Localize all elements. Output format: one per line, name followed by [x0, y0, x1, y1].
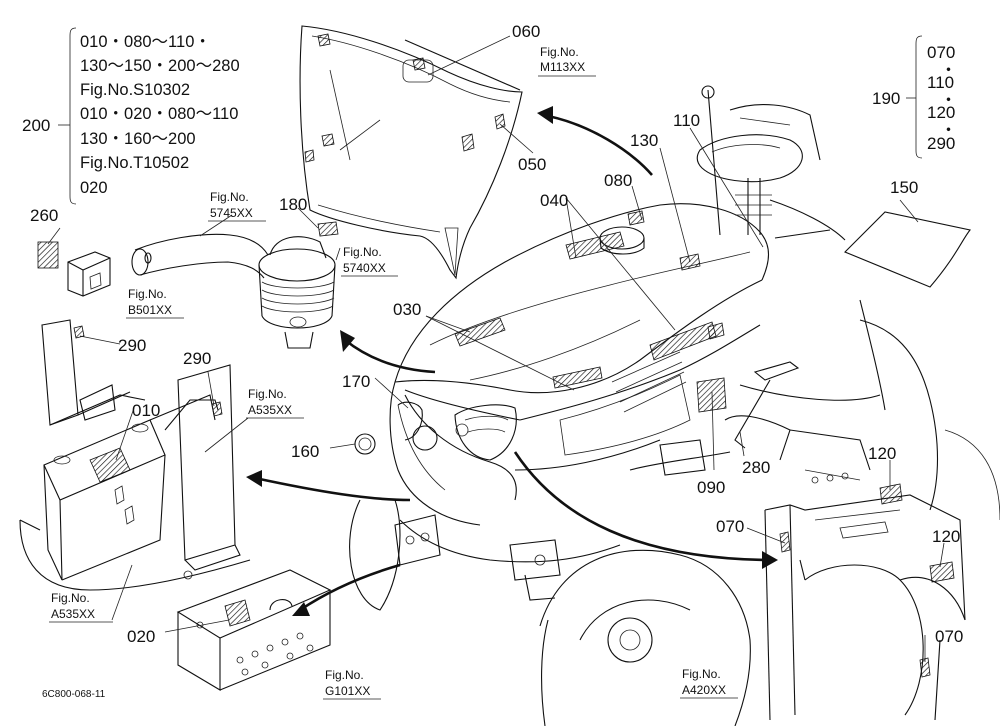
side-note-line-4: 010・020・080～110 — [80, 105, 238, 123]
part-180: 180 — [279, 195, 307, 214]
figref-5745-code: 5745XX — [210, 206, 253, 220]
air-filter-drawing — [131, 221, 339, 349]
figref-a535-lower-code: A535XX — [51, 607, 95, 621]
rear-frame-drawing — [764, 483, 966, 721]
part-130: 130 — [630, 131, 658, 150]
figref-5740-label: Fig.No. — [343, 245, 382, 259]
ref-190: 190 — [872, 89, 900, 108]
side-note-200: 200 010・080～110・ 130～150・200～280 Fig.No.… — [22, 27, 240, 205]
part-040: 040 — [540, 191, 568, 210]
part-150: 150 — [890, 178, 918, 197]
part-020: 020 — [127, 627, 155, 646]
part-050: 050 — [518, 155, 546, 174]
figref-a420-code: A420XX — [682, 683, 726, 697]
ref-190-item-070: 070 — [927, 43, 955, 62]
figref-g101-label: Fig.No. — [325, 668, 364, 682]
figref-b501-label: Fig.No. — [128, 287, 167, 301]
bracket-drawing — [37, 241, 111, 297]
figref-a420-label: Fig.No. — [682, 667, 721, 681]
ref-190-item-110: 110 — [927, 73, 954, 92]
figref-5745-label: Fig.No. — [210, 190, 249, 204]
part-120-upper: 120 — [868, 444, 896, 463]
part-290-right: 290 — [183, 349, 211, 368]
ref-190-group: 190 070 ・ 110 ・ 120 ・ 290 — [872, 35, 957, 159]
part-170: 170 — [342, 372, 370, 391]
ref-190-separator-1: ・ — [940, 61, 957, 80]
side-note-line-3: Fig.No.S10302 — [80, 81, 190, 99]
part-260: 260 — [30, 206, 58, 225]
decal-sheet-drawing — [844, 211, 971, 288]
part-160: 160 — [291, 442, 319, 461]
front-bracket-drawing — [176, 569, 332, 691]
part-070-lower: 070 — [935, 627, 963, 646]
side-note-line-1: 010・080～110・ — [80, 33, 211, 51]
part-030: 030 — [393, 300, 421, 319]
figref-m113-label: Fig.No. — [540, 45, 579, 59]
side-note-line-2: 130～150・200～280 — [80, 57, 240, 75]
part-010: 010 — [132, 401, 160, 420]
part-280: 280 — [742, 458, 770, 477]
figref-a535-lower-label: Fig.No. — [51, 591, 90, 605]
ref-190-separator-2: ・ — [940, 91, 957, 110]
tractor-body-drawing — [349, 85, 1000, 726]
side-note-line-6: Fig.No.T10502 — [80, 154, 189, 172]
hood-drawing — [299, 25, 523, 280]
side-note-ref: 200 — [22, 116, 50, 135]
battery-drawing — [19, 319, 251, 591]
figref-5740-code: 5740XX — [343, 261, 386, 275]
figref-a535-upper-label: Fig.No. — [248, 387, 287, 401]
figref-m113-code: M113XX — [540, 60, 585, 74]
leader-lines — [47, 35, 945, 662]
part-110: 110 — [673, 111, 700, 130]
ref-190-separator-3: ・ — [940, 121, 957, 140]
part-120-lower: 120 — [932, 527, 960, 546]
part-080: 080 — [604, 171, 632, 190]
ref-190-item-290: 290 — [927, 134, 955, 153]
figref-g101-code: G101XX — [325, 684, 370, 698]
figure-reference-labels: Fig.No. M113XX Fig.No. 5745XX Fig.No. 57… — [49, 45, 738, 700]
side-note-line-5: 130・160～200 — [80, 130, 196, 148]
part-290-left: 290 — [118, 336, 146, 355]
part-number-labels: 060 050 040 080 130 110 030 170 160 090 … — [30, 22, 963, 646]
callout-arrows — [246, 106, 778, 616]
figref-b501-code: B501XX — [128, 303, 172, 317]
side-note-line-7: 020 — [80, 179, 108, 197]
part-090: 090 — [697, 478, 725, 497]
figref-a535-upper-code: A535XX — [248, 403, 292, 417]
part-070-upper: 070 — [716, 517, 744, 536]
ref-190-item-120: 120 — [927, 103, 955, 122]
part-060: 060 — [512, 22, 540, 41]
diagram-id: 6C800-068-11 — [42, 689, 106, 700]
